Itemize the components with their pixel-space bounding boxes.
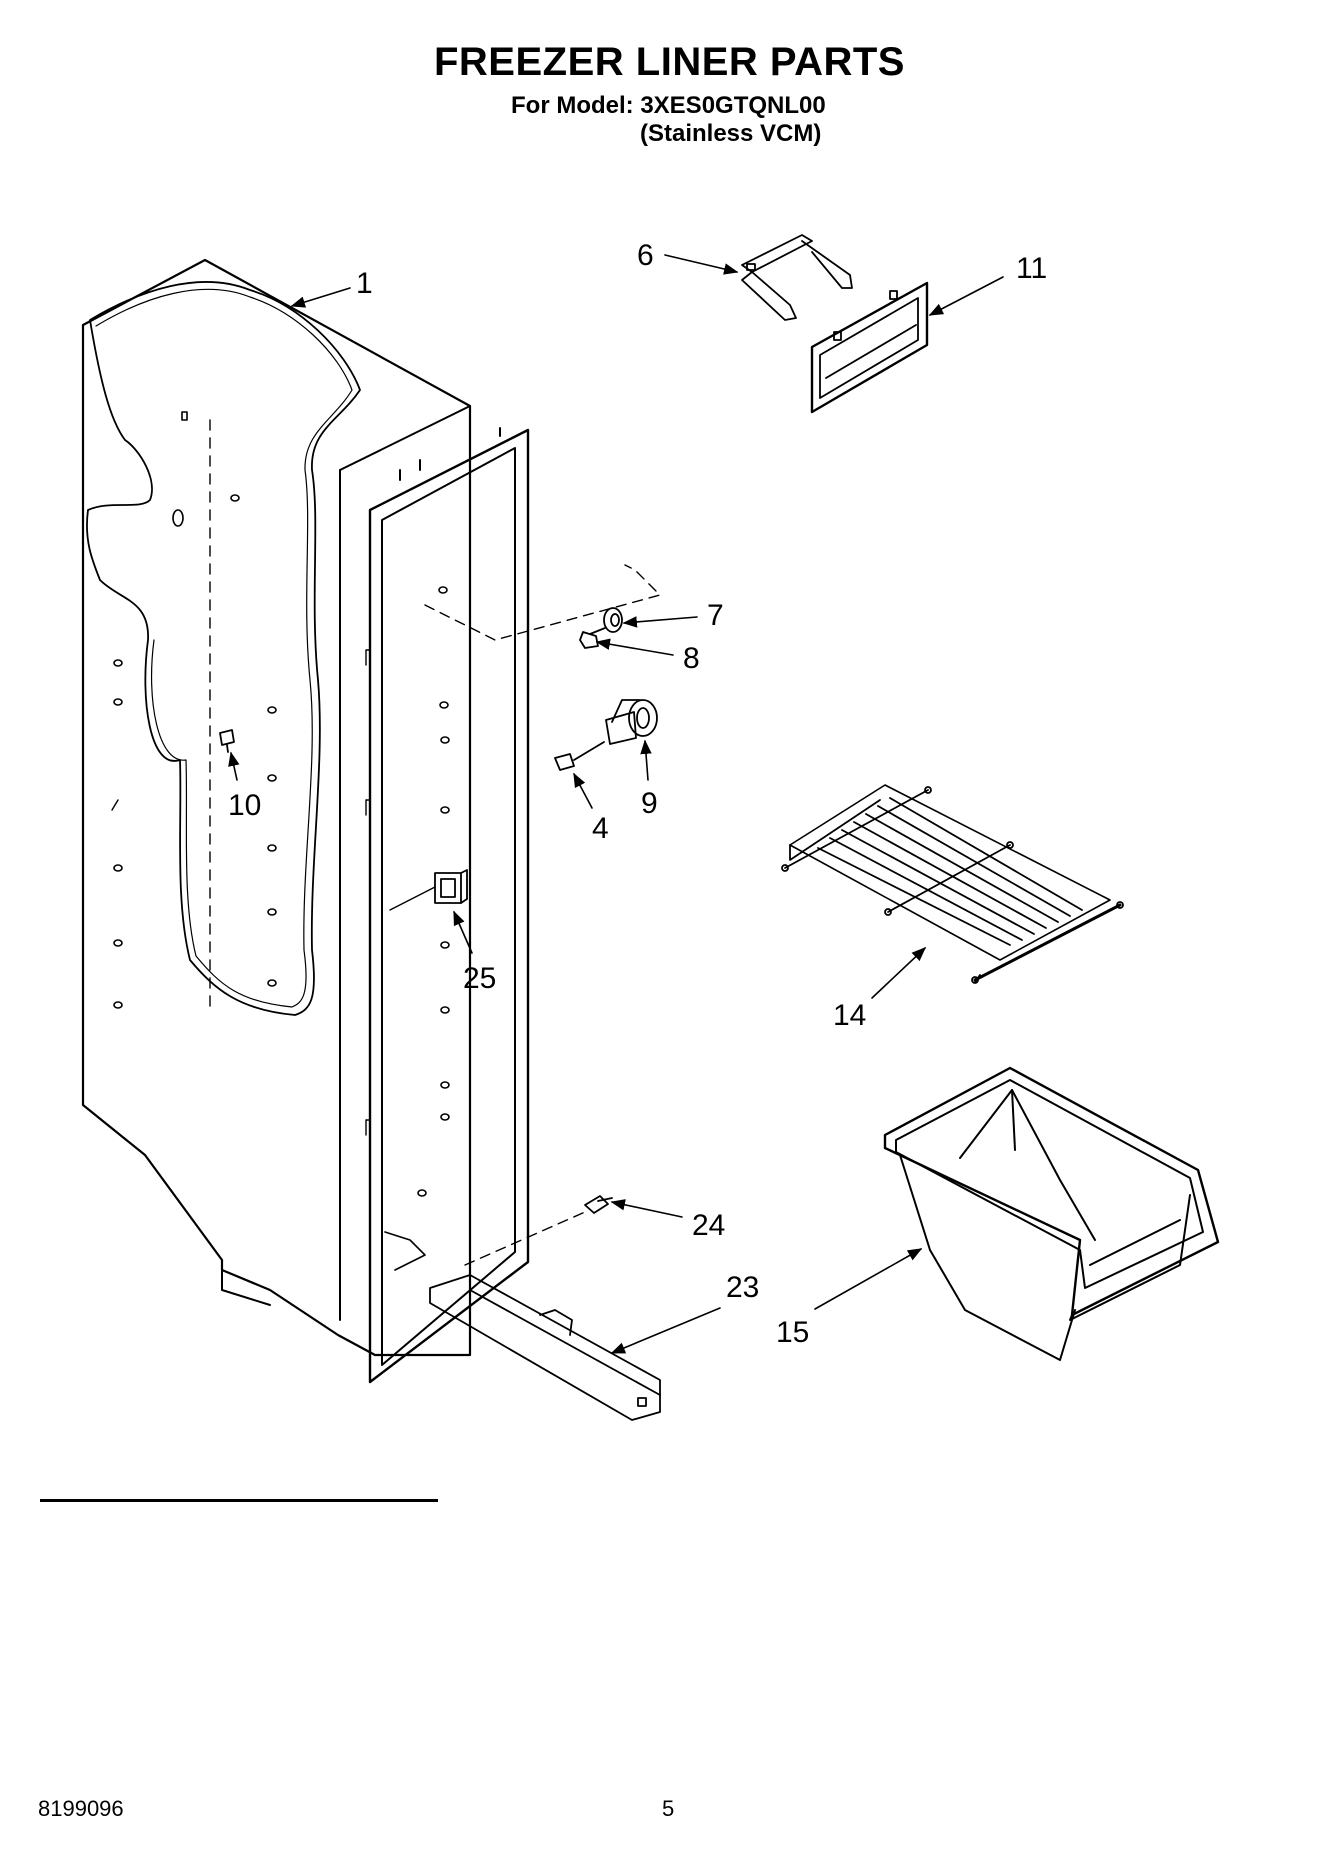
freezer-liner-part [81, 258, 661, 1384]
callout-1: 1 [356, 267, 373, 300]
part-9-4-bracket [554, 699, 658, 771]
callout-14: 14 [833, 999, 866, 1032]
callout-8: 8 [683, 642, 700, 675]
part-6-bracket [741, 234, 853, 321]
page-title: FREEZER LINER PARTS [433, 40, 905, 84]
document-number: 8199096 [38, 1796, 124, 1821]
part-10-screw [111, 729, 235, 811]
callout-23: 23 [726, 1271, 759, 1304]
part-7-8-fastener [579, 607, 623, 649]
separator-rule [40, 1499, 438, 1502]
callout-7: 7 [707, 599, 724, 632]
callout-25: 25 [463, 962, 496, 995]
part-25-clip [434, 869, 468, 904]
callout-4: 4 [592, 812, 609, 845]
callout-leaders [228, 254, 1004, 1354]
part-14-wire-shelf [781, 784, 1124, 984]
callout-6: 6 [637, 239, 654, 272]
page-number: 5 [662, 1796, 675, 1821]
part-15-bin [883, 1066, 1220, 1361]
callout-labels: 1 6 11 7 8 9 4 10 25 14 24 23 15 [228, 239, 1047, 1349]
callout-15: 15 [776, 1316, 809, 1349]
model-variant: (Stainless VCM) [640, 120, 822, 147]
part-23-rail [429, 1274, 661, 1421]
callout-9: 9 [641, 787, 658, 820]
part-11-panel [810, 281, 929, 414]
callout-24: 24 [692, 1209, 725, 1242]
model-number: For Model: 3XES0GTQNL00 [511, 92, 826, 119]
callout-10: 10 [228, 789, 261, 822]
callout-11: 11 [1016, 252, 1047, 285]
part-24-screw [584, 1195, 613, 1214]
